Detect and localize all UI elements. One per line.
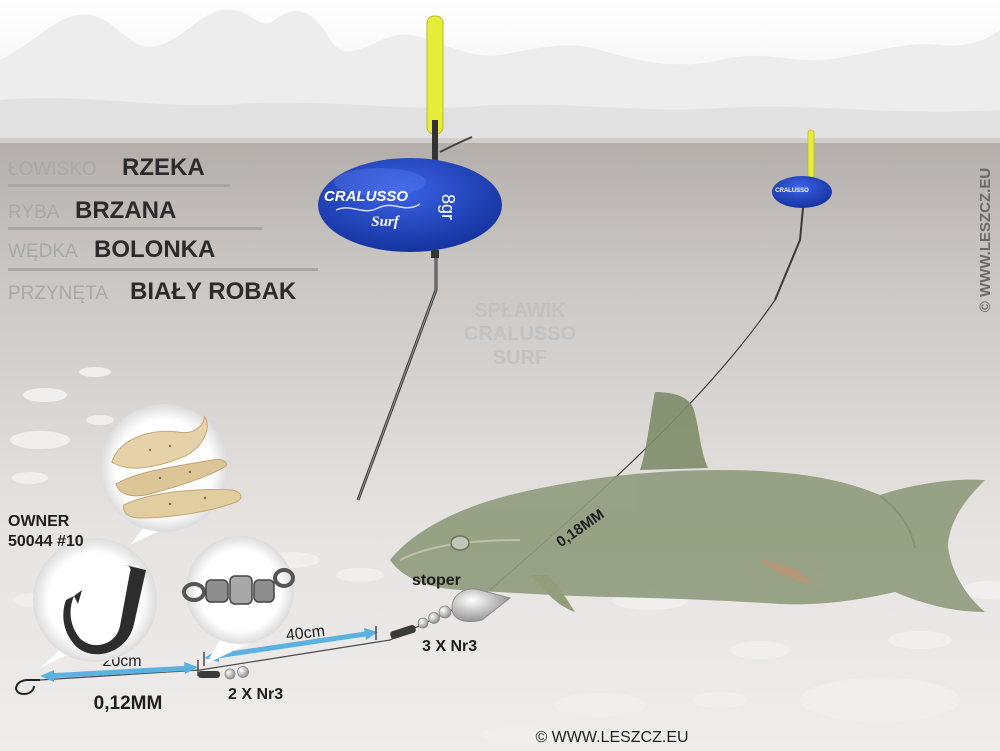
svg-text:CRALUSSO: CRALUSSO — [464, 323, 576, 345]
info-value-rod: BOLONKA — [94, 236, 215, 263]
swivel-icon — [182, 568, 295, 605]
bait-bubble — [100, 404, 242, 545]
svg-text:SPŁAWIK: SPŁAWIK — [474, 300, 566, 322]
shot-group-lower — [198, 666, 249, 680]
float-name-label: SPŁAWIK CRALUSSO SURF — [464, 300, 576, 369]
float-stem-top — [432, 120, 438, 172]
length-lower-label: 40cm — [285, 623, 326, 645]
riverbed-stones — [10, 367, 1000, 744]
float-stem-bottom — [431, 250, 439, 258]
svg-text:CRALUSSO: CRALUSSO — [775, 188, 809, 194]
barbel-fish — [390, 392, 985, 612]
shot-main-label: 3 X Nr3 — [422, 638, 477, 655]
fish-dorsal-fin — [640, 392, 708, 470]
measure-hook — [40, 660, 199, 682]
info-value-fish: BRZANA — [75, 197, 176, 224]
copyright-bottom: © WWW.LESZCZ.EU — [535, 729, 688, 746]
info-value-fishery: RZEKA — [122, 154, 205, 181]
info-key-fish: RYBA — [8, 202, 60, 223]
info-key-rod: WĘDKA — [8, 241, 78, 262]
svg-text:SURF: SURF — [493, 347, 547, 369]
swivel-bubble — [182, 536, 295, 664]
olive-sinker — [451, 588, 512, 622]
stopper-and-sinker: stoper — [412, 572, 512, 622]
maggot-bait-icon — [111, 415, 242, 519]
hook-label-line2: 50044 #10 — [8, 533, 84, 550]
stopper-label: stoper — [412, 572, 461, 589]
hook-icon — [63, 565, 146, 655]
float-model-label: Surf — [371, 214, 401, 230]
shot-group-main — [390, 605, 452, 640]
hook-small — [15, 679, 40, 696]
float-brand-label: CRALUSSO — [324, 188, 409, 205]
hook-bubble — [33, 538, 157, 668]
hook-label-line1: OWNER — [8, 513, 70, 530]
float-large: CRALUSSO Surf 8gr — [318, 15, 502, 501]
fish-eye — [450, 535, 470, 551]
float-antenna — [426, 15, 444, 135]
float-weight-label: 8gr — [438, 194, 458, 220]
shore-band — [0, 97, 1000, 142]
float-body — [318, 158, 502, 252]
info-key-fishery: ŁOWISKO — [8, 159, 97, 180]
copyright-side: © WWW.LESZCZ.EU — [977, 168, 994, 312]
shot-lower-label: 2 X Nr3 — [228, 686, 283, 703]
float-small: CRALUSSO — [772, 129, 832, 301]
info-key-bait: PRZYNĘTA — [8, 283, 108, 304]
leader-label: 0,12MM — [94, 693, 163, 714]
water-surface — [0, 138, 1000, 143]
info-value-bait: BIAŁY ROBAK — [130, 278, 297, 305]
info-table: ŁOWISKO RZEKA RYBA BRZANA WĘDKA BOLONKA … — [8, 154, 318, 305]
